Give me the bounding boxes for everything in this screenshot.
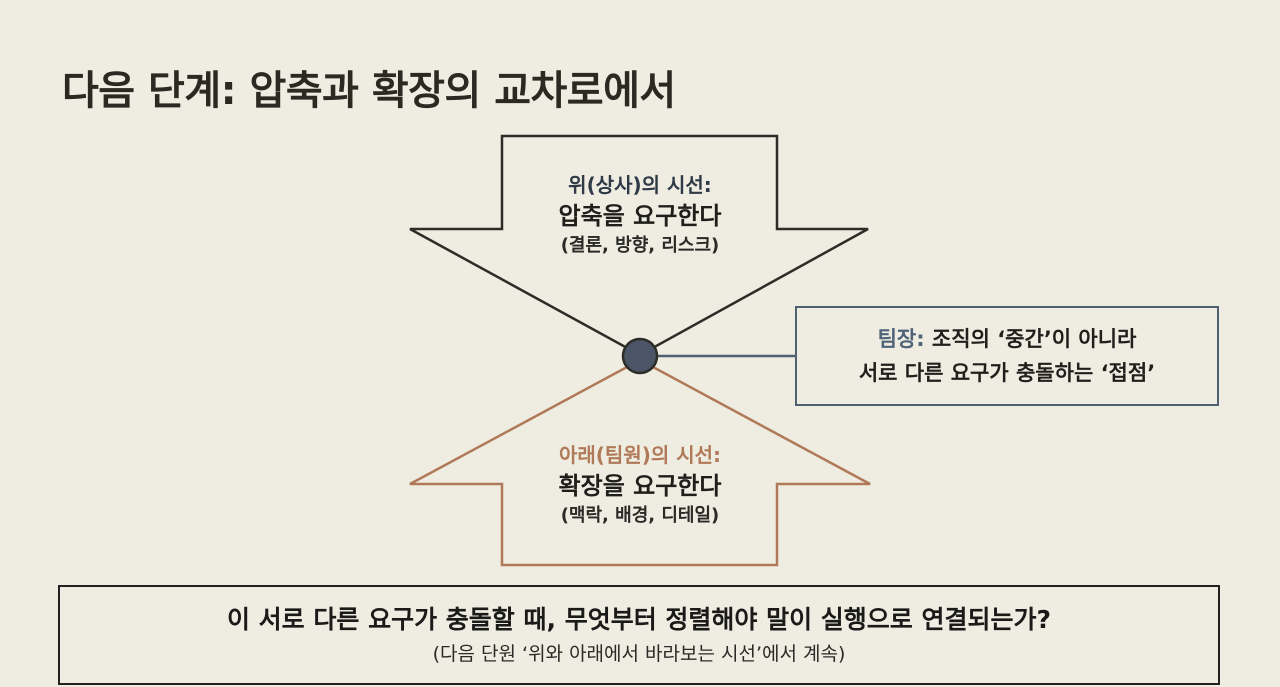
top-arrow-heading: 위(상사)의 시선: bbox=[568, 173, 712, 197]
bottom-arrow-shape bbox=[409, 358, 871, 567]
page-title: 다음 단계: 압축과 확장의 교차로에서 bbox=[62, 68, 676, 114]
bottom-arrow-label: 아래(팀원)의 시선: 확장을 요구한다 (맥락, 배경, 디테일) bbox=[559, 440, 722, 530]
callout-line-2: 서로 다른 요구가 충돌하는 ‘접점’ bbox=[858, 361, 1156, 385]
intersection-node bbox=[621, 337, 659, 375]
callout-line-1-rest: 조직의 ‘중간’이 아니라 bbox=[924, 327, 1137, 351]
callout-line-1: 팀장: 조직의 ‘중간’이 아니라 bbox=[878, 322, 1137, 356]
top-arrow-details: (결론, 방향, 리스크) bbox=[560, 235, 720, 256]
question-main: 이 서로 다른 요구가 충돌할 때, 무엇부터 정렬해야 말이 실행으로 연결되… bbox=[226, 605, 1052, 634]
callout-accent: 팀장: bbox=[877, 327, 925, 351]
bottom-arrow-demand: 확장을 요구한다 bbox=[558, 472, 722, 500]
top-arrow-label: 위(상사)의 시선: 압축을 요구한다 (결론, 방향, 리스크) bbox=[559, 170, 722, 260]
bottom-arrow-details: (맥락, 배경, 디테일) bbox=[560, 505, 720, 526]
bottom-arrow-heading: 아래(팀원)의 시선: bbox=[558, 443, 722, 467]
top-arrow-shape bbox=[409, 134, 869, 357]
question-sub: (다음 단원 ‘위와 아래에서 바라보는 시선’에서 계속) bbox=[432, 643, 846, 665]
team-leader-callout: 팀장: 조직의 ‘중간’이 아니라 서로 다른 요구가 충돌하는 ‘접점’ bbox=[795, 306, 1219, 406]
question-box: 이 서로 다른 요구가 충돌할 때, 무엇부터 정렬해야 말이 실행으로 연결되… bbox=[58, 585, 1220, 685]
top-arrow-demand: 압축을 요구한다 bbox=[558, 202, 722, 230]
